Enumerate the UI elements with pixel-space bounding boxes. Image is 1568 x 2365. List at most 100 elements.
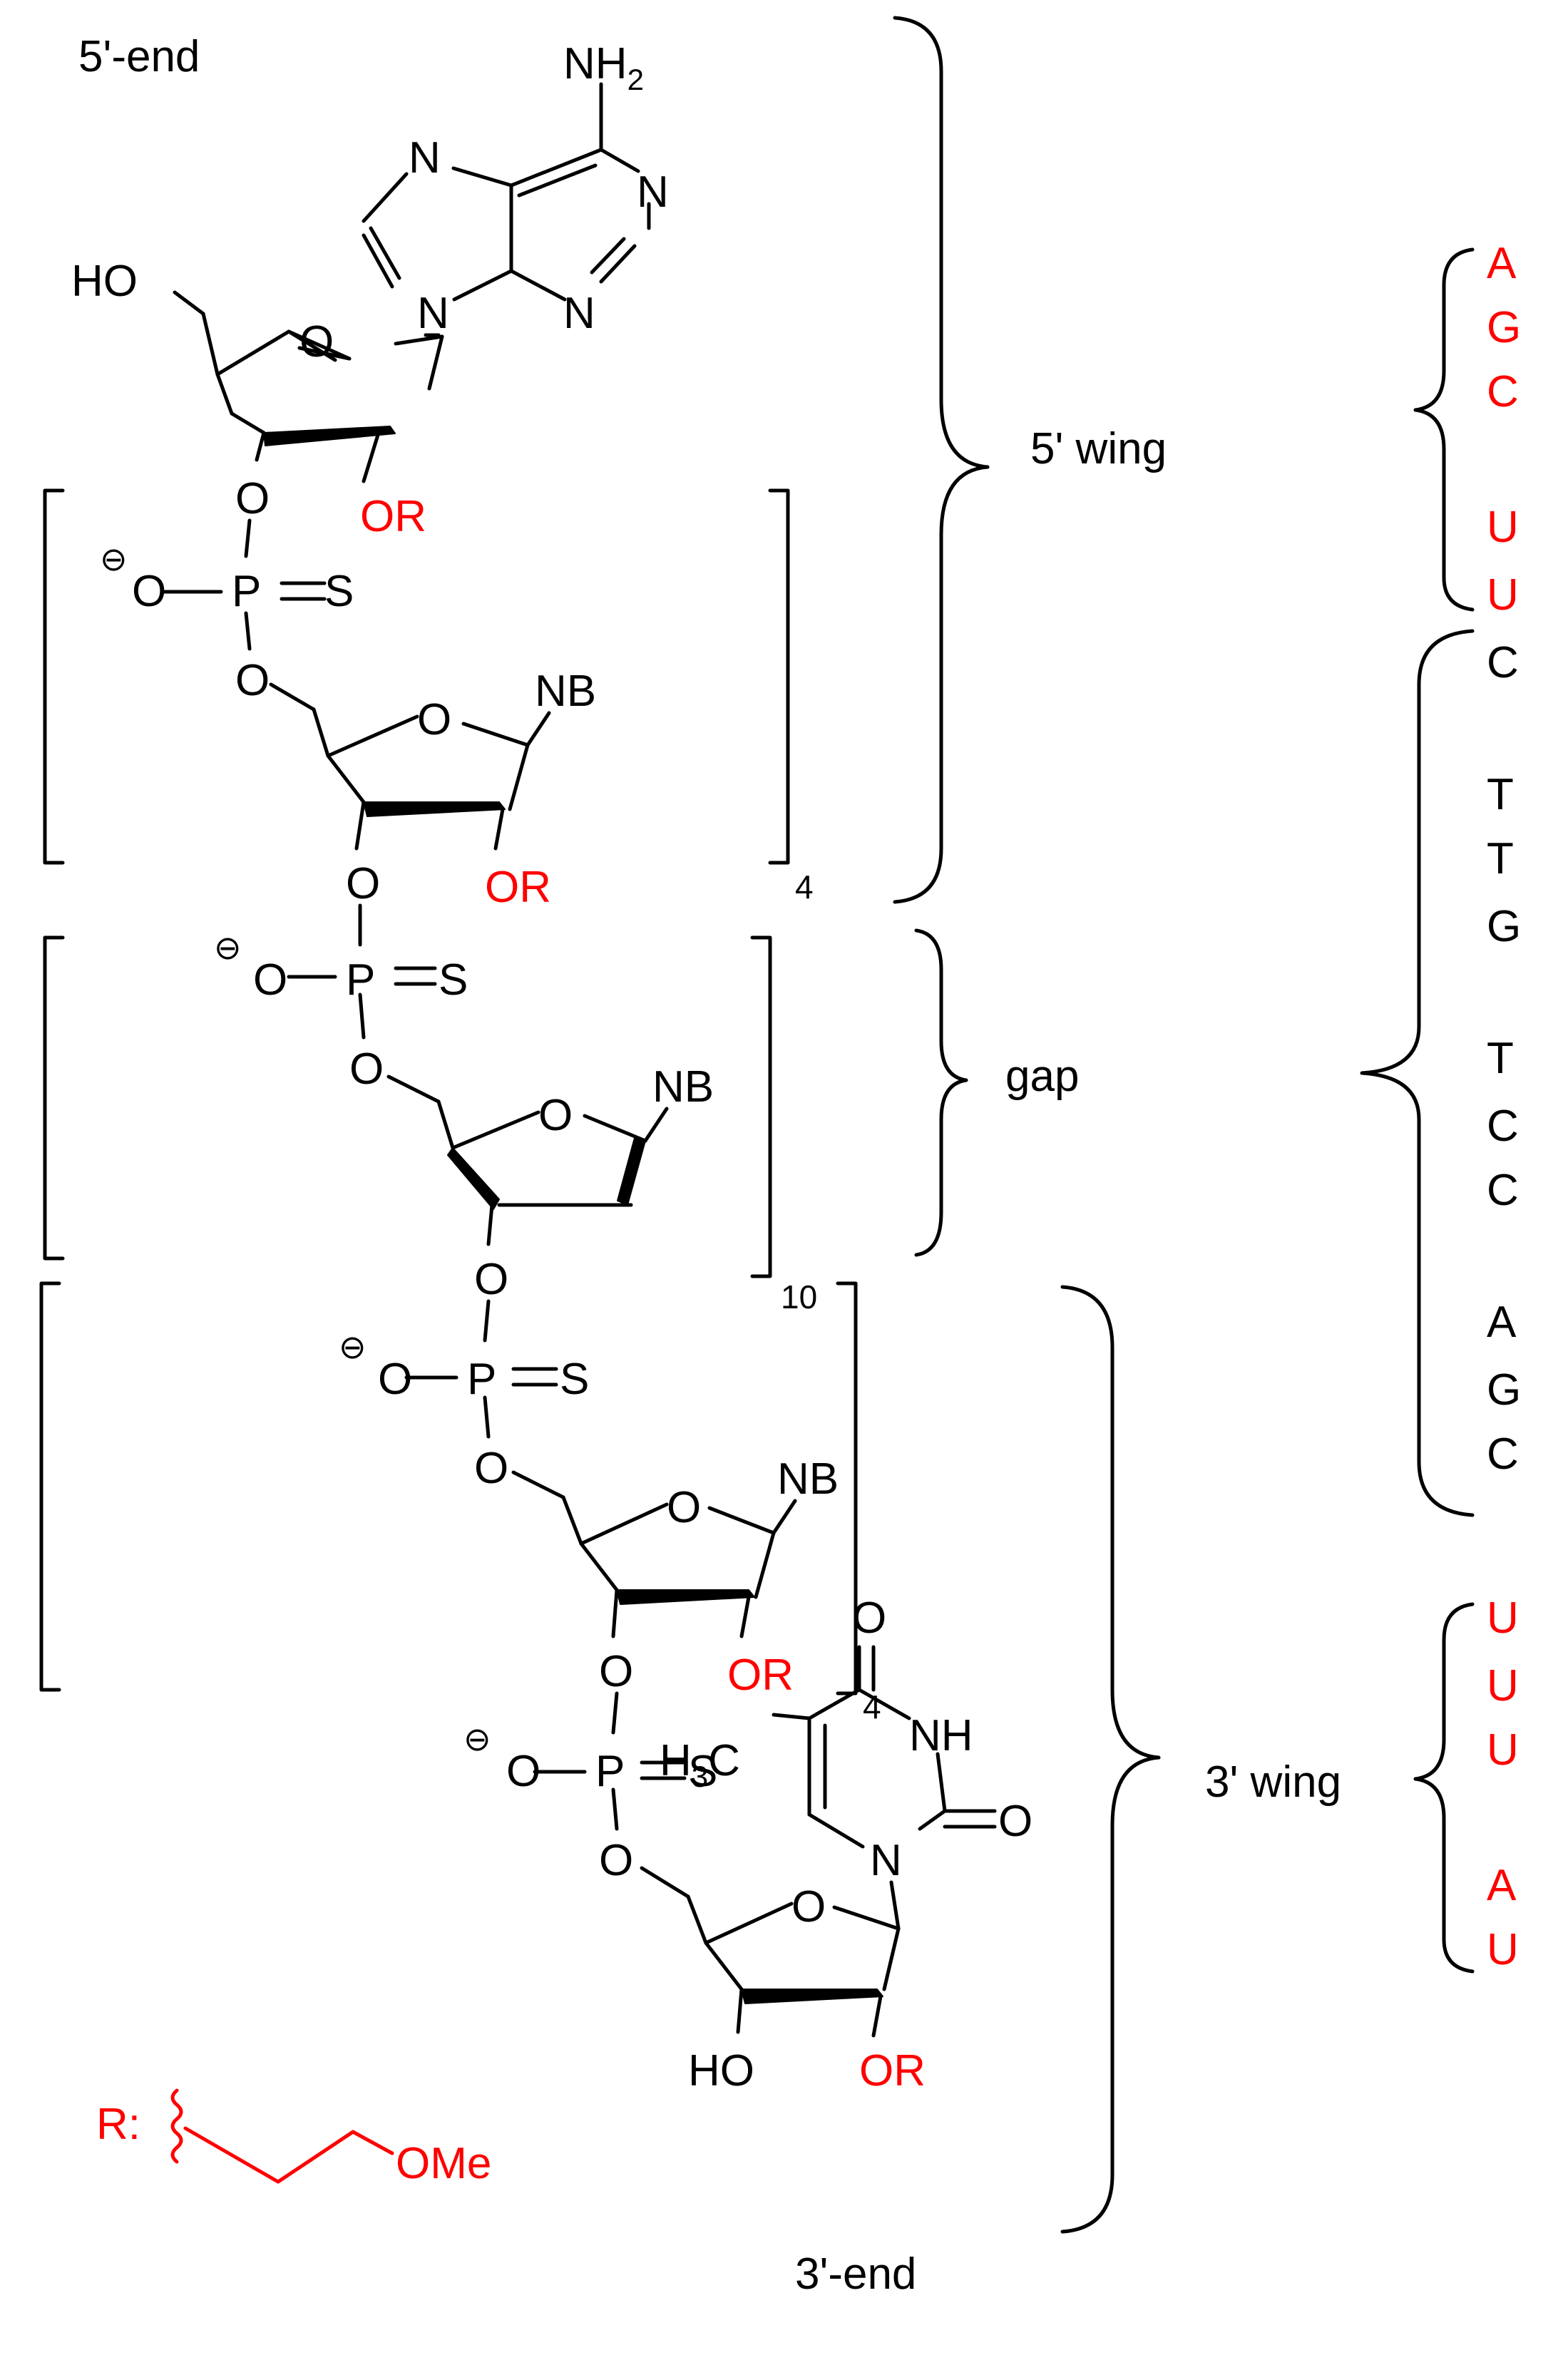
sequence-letter: C: [1487, 367, 1519, 416]
sequence-letter: C: [1487, 1166, 1519, 1215]
carbonyl-oxygen: O: [998, 1797, 1032, 1846]
sequence-letter: U: [1487, 1725, 1519, 1775]
o-atom: O: [474, 1444, 508, 1493]
sequence-letter: U: [1487, 1661, 1519, 1710]
sequence-letter: A: [1487, 1861, 1517, 1910]
s-atom: S: [688, 1747, 717, 1796]
nucleobase-label: NB: [535, 667, 596, 716]
o-atom: O: [132, 567, 166, 616]
left-bracket: [39, 1281, 61, 1692]
p-atom: P: [346, 955, 375, 1005]
p-atom: P: [232, 567, 261, 616]
imide-nh-label: NH: [909, 1711, 973, 1760]
n-atom: N: [870, 1836, 902, 1885]
nucleobase-label: NB: [777, 1455, 839, 1504]
sequence-five-wing: A G C U U: [1487, 239, 1521, 620]
five-wing-repeat-unit: ⊖ O P S O O NB OR O: [100, 518, 596, 912]
ring-oxygen: O: [417, 695, 451, 744]
methyluridine-nucleotide: ⊖ O P S O H3C O NH O N: [463, 1594, 1032, 2299]
o-atom: O: [378, 1355, 412, 1404]
n-atom: N: [417, 289, 449, 338]
five-wing-brace: [893, 16, 990, 904]
sequence-letter: T: [1487, 770, 1514, 819]
hydroxyl-label: HO: [71, 257, 138, 306]
region-annotations: 5' wing gap 3' wing A G C U U C T T G T …: [893, 16, 1521, 2234]
o-atom: O: [599, 1836, 633, 1885]
r-label: R:: [96, 2100, 140, 2149]
p-atom: P: [595, 1747, 625, 1796]
s-atom: S: [439, 955, 468, 1005]
left-bracket: [43, 488, 65, 865]
sequence-letter: A: [1487, 239, 1517, 288]
o-atom: O: [235, 656, 270, 705]
n-atom: N: [563, 289, 595, 338]
methoxyethyl-oxy-label: OR: [859, 2046, 926, 2095]
oligonucleotide-structure: 5'-end NH2 N N N N: [39, 32, 1032, 2299]
methoxyethyl-oxy-label: OR: [360, 492, 426, 541]
sequence-letter: U: [1487, 1925, 1519, 1974]
sequence-letter: A: [1487, 1298, 1517, 1347]
n-atom: N: [409, 133, 441, 183]
sequence-letter: G: [1487, 303, 1521, 352]
sequence-letter: C: [1487, 638, 1519, 687]
sequence-gap: C T T G T C C A G C: [1487, 638, 1521, 1479]
minus-charge: ⊖: [463, 1720, 491, 1758]
s-atom: S: [560, 1355, 589, 1404]
sequence-three-wing-brace: [1413, 1602, 1475, 1974]
sequence-letter: U: [1487, 570, 1519, 620]
sequence-letter: C: [1487, 1102, 1519, 1151]
nucleobase-label: NB: [652, 1062, 714, 1112]
o-atom: O: [346, 859, 380, 908]
right-bracket: [768, 488, 790, 865]
three-end-label: 3'-end: [795, 2249, 916, 2299]
s-atom: S: [324, 567, 354, 616]
o-atom: O: [506, 1747, 540, 1796]
left-bracket: [43, 935, 65, 1261]
sequence-letter: U: [1487, 503, 1519, 552]
right-bracket: [836, 1281, 858, 1695]
methoxy-label: OMe: [396, 2139, 491, 2188]
adenosine-nucleotide: 5'-end NH2 N N N N: [71, 32, 669, 541]
sequence-letter: G: [1487, 902, 1521, 951]
methoxyethyl-oxy-label: OR: [485, 863, 551, 912]
sequence-letter: T: [1487, 1034, 1514, 1083]
five-end-label: 5'-end: [78, 32, 200, 81]
r-group-legend: R: OMe: [96, 2088, 491, 2188]
repeat-count-subscript: 4: [863, 1688, 881, 1725]
amine-label: NH2: [563, 39, 644, 96]
o-atom: O: [235, 474, 270, 523]
minus-charge: ⊖: [214, 929, 242, 966]
sequence-letter: G: [1487, 1365, 1521, 1415]
methoxyethyl-oxy-label: OR: [727, 1651, 794, 1700]
repeat-brackets: 4 10 4: [39, 488, 881, 1725]
sequence-letter: C: [1487, 1430, 1519, 1479]
three-wing-brace: [1060, 1285, 1161, 2234]
sequence-gap-brace: [1360, 629, 1475, 1517]
ring-oxygen: O: [299, 317, 334, 366]
sequence-letter: T: [1487, 834, 1514, 883]
n-atom: N: [637, 168, 669, 217]
three-wing-repeat-unit: ⊖ O P S O O NB OR O: [339, 1299, 839, 1700]
sequence-three-wing: U U U A U: [1487, 1594, 1519, 1974]
p-atom: P: [467, 1355, 496, 1404]
gap-label: gap: [1005, 1052, 1079, 1101]
minus-charge: ⊖: [339, 1328, 367, 1365]
carbonyl-oxygen: O: [852, 1594, 886, 1643]
sequence-five-wing-brace: [1413, 247, 1475, 612]
hydroxyl-label: HO: [688, 2046, 754, 2095]
gap-brace: [914, 928, 968, 1257]
o-atom: O: [599, 1647, 633, 1696]
repeat-count-subscript: 10: [781, 1278, 817, 1315]
wavy-bond-icon: [170, 2088, 183, 2164]
ring-oxygen: O: [791, 1882, 826, 1931]
o-atom: O: [474, 1255, 508, 1304]
right-bracket: [750, 935, 772, 1278]
three-wing-label: 3' wing: [1205, 1758, 1341, 1807]
minus-charge: ⊖: [100, 540, 128, 578]
ring-oxygen: O: [667, 1483, 701, 1532]
sequence-letter: U: [1487, 1594, 1519, 1643]
repeat-count-subscript: 4: [795, 868, 814, 906]
five-wing-label: 5' wing: [1030, 424, 1167, 473]
o-atom: O: [253, 955, 287, 1005]
